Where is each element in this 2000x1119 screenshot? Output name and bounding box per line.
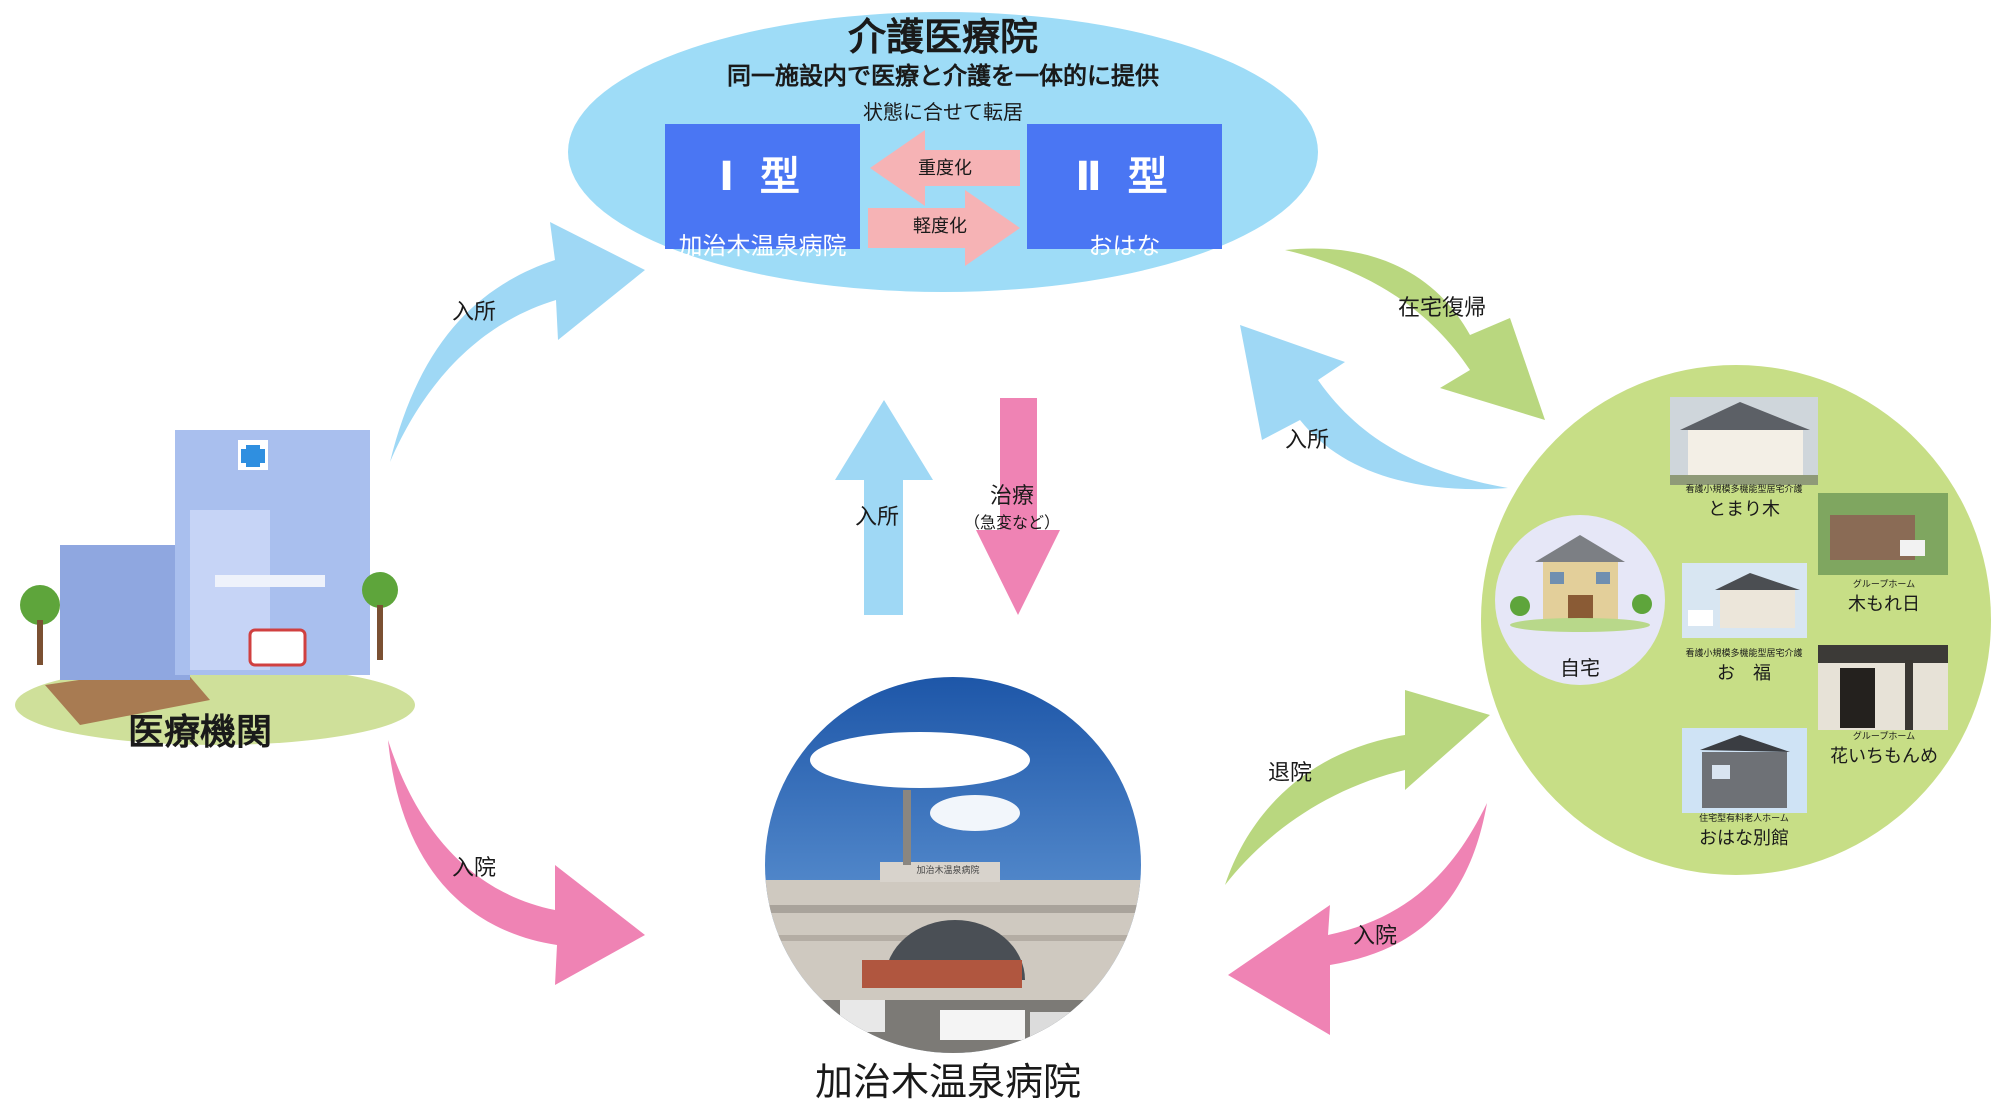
medical-to-care-arrow (390, 222, 645, 462)
type2-label: Ⅱ 型 (1075, 154, 1174, 200)
type1-box: Ⅰ 型 加治木温泉病院 (665, 124, 860, 260)
worsen-arrow (870, 130, 1020, 206)
community-to-hospital-arrow (1228, 803, 1487, 1035)
hospital-to-care-arrow (835, 400, 933, 615)
facility-photo-komorebi (1818, 493, 1948, 575)
community-to-care-arrow (1240, 325, 1508, 490)
care-title: 介護医療院 (847, 15, 1039, 59)
hospital-label: 加治木温泉病院 (814, 1060, 1082, 1104)
facility-type-ohana-annex: 住宅型有料老人ホーム (1699, 814, 1789, 824)
medical-to-hospital-arrow (388, 740, 645, 985)
flow-label-care-to-community: 在宅復帰 (1398, 296, 1487, 321)
facility-name-ofuku: お 福 (1717, 663, 1771, 684)
flow-label-medical-to-care: 入所 (452, 300, 497, 325)
flow-label-care-to-hospital: 治療 (989, 484, 1035, 509)
type2-box: Ⅱ 型 おはな (1027, 124, 1222, 260)
medical-facility-illustration (15, 430, 415, 745)
flow-label-community-to-care: 入所 (1285, 428, 1330, 453)
facility-type-ofuku: 看護小規模多機能型居宅介護 (1685, 649, 1803, 659)
hospital-to-community-arrow (1225, 690, 1490, 885)
improve-arrow (868, 190, 1020, 266)
facility-photo-ofuku (1682, 563, 1807, 638)
facility-name-ohana-annex: おはな別館 (1699, 828, 1789, 849)
flow-label-hospital-to-community: 退院 (1268, 761, 1313, 786)
flow-label-medical-to-hospital: 入院 (452, 856, 497, 881)
hospital-sign: 加治木温泉病院 (916, 866, 980, 876)
type2-name: おはな (1088, 232, 1161, 260)
flow-label-hospital-to-care: 入所 (855, 505, 900, 530)
care-to-community-arrow (1285, 248, 1545, 420)
flow-label-care-to-hospital-note: （急変など） (963, 513, 1061, 532)
type1-label: Ⅰ 型 (719, 154, 806, 200)
facility-name-komorebi: 木もれ日 (1848, 594, 1920, 615)
hospital-photo (765, 677, 1141, 1053)
transfer-note: 状態に合せて転居 (863, 100, 1023, 124)
care-to-hospital-arrow (976, 398, 1060, 615)
facility-photo-hanaichimonme (1818, 645, 1948, 730)
type1-name: 加治木温泉病院 (678, 232, 847, 260)
facility-photo-tomarigi (1670, 397, 1818, 485)
improve-label: 軽度化 (913, 216, 967, 237)
facility-name-tomarigi: とまり木 (1708, 499, 1780, 520)
facility-type-komorebi: グループホーム (1852, 580, 1916, 590)
medical-label: 医療機関 (127, 712, 273, 753)
flow-label-community-to-hospital: 入院 (1353, 924, 1398, 949)
facility-photo-ohana-annex (1682, 728, 1807, 813)
facility-type-tomarigi: 看護小規模多機能型居宅介護 (1685, 485, 1803, 495)
home-icon (1510, 535, 1652, 632)
care-subtitle: 同一施設内で医療と介護を一体的に提供 (727, 62, 1159, 90)
worsen-label: 重度化 (918, 158, 972, 179)
facility-type-hanaichimonme: グループホーム (1852, 732, 1916, 742)
facility-name-hanaichimonme: 花いちもんめ (1830, 746, 1938, 767)
home-label: 自宅 (1560, 656, 1600, 680)
